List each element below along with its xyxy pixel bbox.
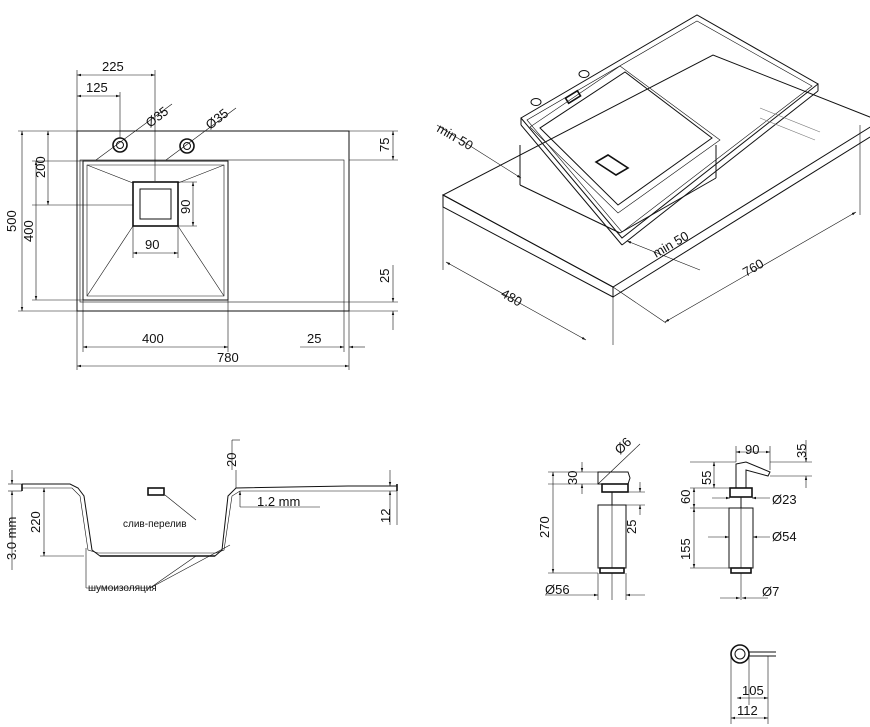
dim-12: 12 xyxy=(378,509,393,523)
iso-drain xyxy=(594,154,630,176)
iso-bowl xyxy=(529,65,721,214)
dim-760: 760 xyxy=(740,256,766,280)
dim-60: 60 xyxy=(678,490,693,504)
label-insulation: шумоизоляция xyxy=(88,583,157,594)
dim-75: 75 xyxy=(377,138,392,152)
label-overflow: слив-перелив xyxy=(123,519,187,530)
dispenser-side-view: Ø6 30 270 25 Ø56 xyxy=(537,434,645,600)
dim-500: 500 xyxy=(4,210,19,232)
dim-min50-b: min 50 xyxy=(650,228,691,261)
tap-hole-2 xyxy=(179,138,195,154)
top-view: 225 125 Ø35 Ø35 75 200 500 400 90 90 25 … xyxy=(4,59,398,370)
dim-90: 90 xyxy=(745,442,759,457)
dim-90-horizontal: 90 xyxy=(145,237,159,252)
dim-3mm: 3.0 mm xyxy=(4,517,19,560)
dim-30: 30 xyxy=(565,471,580,485)
dim-min50-a: min 50 xyxy=(435,121,476,154)
dim-220: 220 xyxy=(28,511,43,533)
tap-hole-1 xyxy=(112,137,128,153)
dispenser-top-view: 105 112 xyxy=(730,644,776,724)
dim-d7: Ø7 xyxy=(762,584,779,599)
dim-35: 35 xyxy=(794,444,809,458)
dispenser-front-view: 90 35 55 60 Ø23 155 Ø54 Ø7 xyxy=(678,440,812,600)
dim-125: 125 xyxy=(86,80,108,95)
dim-25-right: 25 xyxy=(377,269,392,283)
section-profile xyxy=(22,483,397,557)
pump-head xyxy=(597,471,631,485)
dim-25: 25 xyxy=(624,520,639,534)
dim-1-2mm: 1.2 mm xyxy=(257,494,300,509)
iso-overflow xyxy=(564,89,582,105)
drain-square xyxy=(132,181,179,227)
dim-d56: Ø56 xyxy=(545,582,570,597)
dim-155: 155 xyxy=(678,538,693,560)
dim-480: 480 xyxy=(499,286,525,310)
dim-55: 55 xyxy=(699,471,714,485)
dim-d23: Ø23 xyxy=(772,492,797,507)
dim-90-vertical: 90 xyxy=(178,200,193,214)
sink-outline xyxy=(76,130,350,312)
dim-200: 200 xyxy=(33,156,48,178)
dim-hole-2: Ø35 xyxy=(203,105,232,132)
dim-105: 105 xyxy=(742,683,764,698)
dim-400-vertical: 400 xyxy=(21,220,36,242)
dim-25-bottom: 25 xyxy=(307,331,321,346)
dim-112: 112 xyxy=(737,703,758,718)
isometric-view: min 50 min 50 480 760 xyxy=(435,14,870,345)
dim-780: 780 xyxy=(217,350,239,365)
dim-d54: Ø54 xyxy=(772,529,797,544)
iso-tap-hole-1 xyxy=(530,98,542,106)
section-view: 20 3.0 mm 220 1.2 mm 12 слив-перелив шум… xyxy=(4,439,398,594)
dim-225: 225 xyxy=(102,59,124,74)
iso-tap-hole-2 xyxy=(578,70,590,78)
dim-270: 270 xyxy=(537,516,552,538)
pump-spout xyxy=(735,461,771,489)
overflow-slot xyxy=(147,487,165,496)
dim-20: 20 xyxy=(224,453,239,467)
dim-d6: Ø6 xyxy=(612,434,635,457)
dim-400: 400 xyxy=(142,331,164,346)
